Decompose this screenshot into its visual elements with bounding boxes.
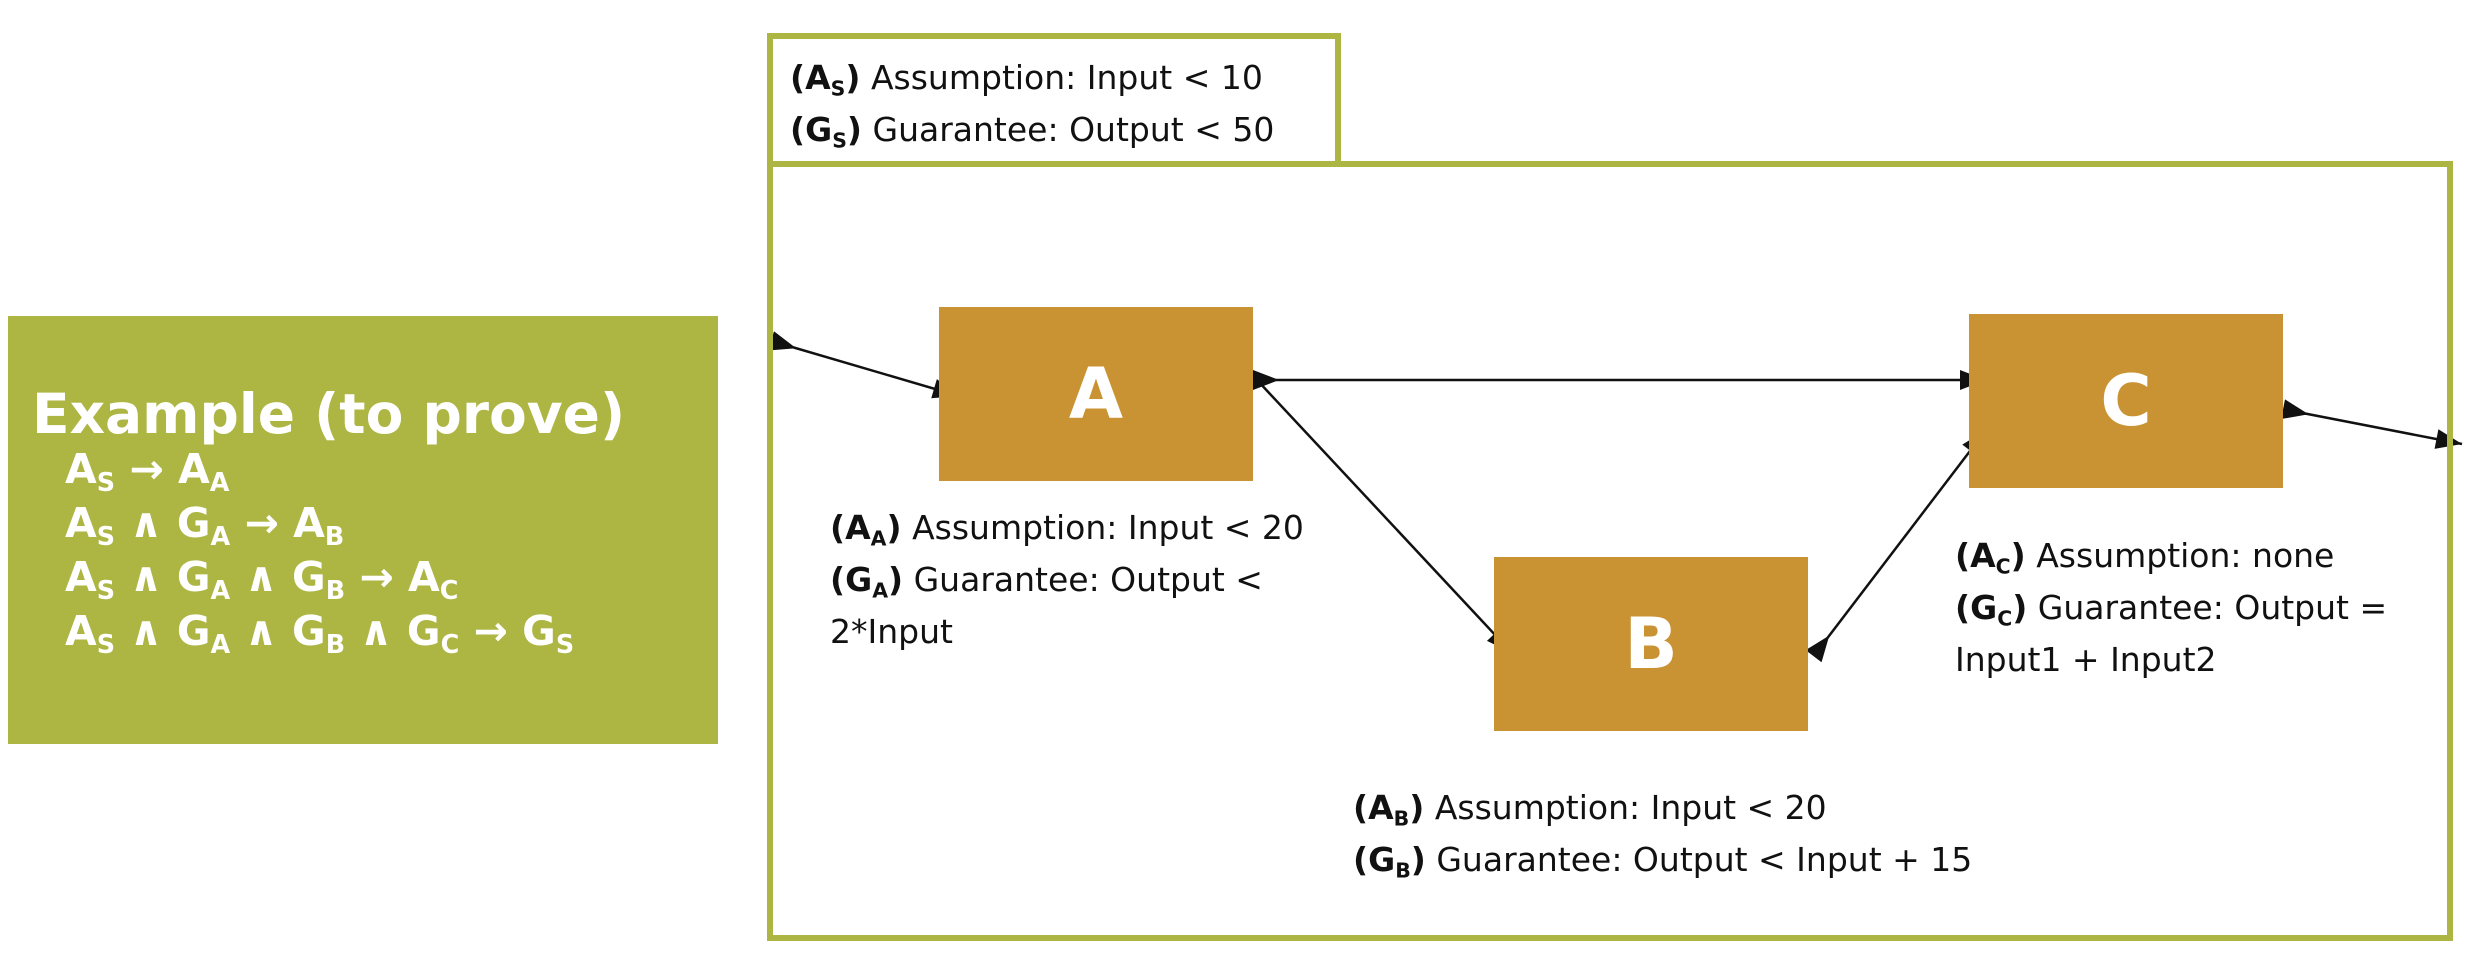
formula-1: AS → AA [65,445,230,498]
example-title: Example (to prove) [32,382,626,446]
c-to-output-arrow [2286,408,2463,446]
component-b-contract-label: (AB) Assumption: Input < 20 (GB) Guarant… [1353,782,1972,886]
component-b-guarantee: (GB) Guarantee: Output < Input + 15 [1353,840,1973,883]
b-to-c-arrow-tail-head [1805,635,1830,663]
c-to-output-arrow-tail-head [2281,399,2309,420]
formula-3: AS ∧ GA ∧ GB → AC [65,553,459,606]
component-a-assumption: (AA) Assumption: Input < 20 [830,508,1304,551]
component-c-guarantee-cont: Input1 + Input2 [1955,640,2217,679]
component-b: B [1494,557,1808,731]
system-boundary [767,161,2453,941]
input-to-a-arrow [774,340,960,398]
a-to-c-arrow-tail-head [1253,370,1279,390]
component-b-assumption: (AB) Assumption: Input < 20 [1353,788,1827,831]
system-guarantee: (GS) Guarantee: Output < 50 [790,110,1275,153]
system-contract-tab [767,33,1341,161]
component-c: C [1969,314,2283,488]
component-c-guarantee: (GC) Guarantee: Output = [1955,588,2388,631]
formula-2: AS ∧ GA → AB [65,499,345,552]
component-c-contract-label: (AC) Assumption: none (GC) Guarantee: Ou… [1955,530,2387,686]
component-a-contract-label: (AA) Assumption: Input < 20 (GA) Guarant… [830,502,1304,658]
a-to-b-arrow [1256,379,1513,654]
component-c-assumption: (AC) Assumption: none [1955,536,2335,579]
component-a: A [939,307,1253,481]
b-to-c-arrow [1815,429,1987,654]
component-a-guarantee: (GA) Guarantee: Output < [830,560,1263,603]
system-contract-label: (AS) Assumption: Input < 10 (GS) Guarant… [790,52,1274,156]
input-to-a-arrow-tail-head [768,331,797,351]
example-panel: Example (to prove) AS → AA AS ∧ GA → AB … [8,316,718,744]
formula-4: AS ∧ GA ∧ GB ∧ GC → GS [65,607,575,660]
component-a-guarantee-cont: 2*Input [830,612,953,651]
system-assumption: (AS) Assumption: Input < 10 [790,58,1263,101]
